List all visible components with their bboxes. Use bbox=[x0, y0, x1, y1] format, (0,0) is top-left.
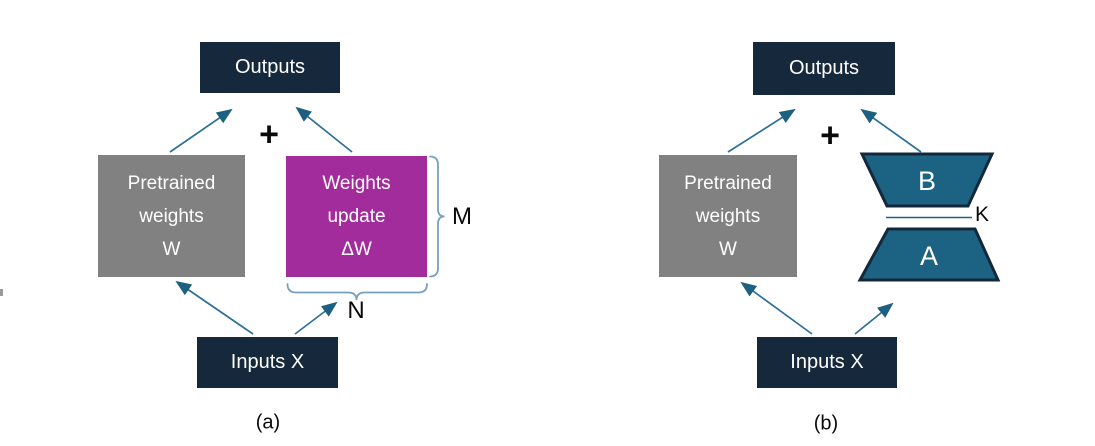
brace-n bbox=[286, 283, 428, 301]
plus-sign-a: + bbox=[259, 115, 279, 154]
brace-m bbox=[429, 155, 445, 278]
box-line: weights bbox=[139, 205, 204, 227]
outputs-label-b: Outputs bbox=[788, 57, 860, 79]
weights-update-box-a: Weights update ΔW bbox=[286, 156, 427, 277]
plus-sign-b: + bbox=[820, 116, 840, 155]
caption-a: (a) bbox=[255, 411, 281, 434]
inputs-label-a: Inputs X bbox=[230, 351, 305, 373]
arrow-inputs-to-w-b bbox=[740, 281, 813, 335]
arrow-dw-to-outputs-a bbox=[295, 106, 353, 153]
arrow-inputs-to-w-a bbox=[175, 280, 254, 335]
box-line: weights bbox=[695, 205, 761, 227]
outputs-label-a: Outputs bbox=[234, 56, 306, 78]
dim-k-label: K bbox=[974, 203, 990, 226]
inputs-box-b: Inputs X bbox=[757, 337, 897, 388]
caption-b: (b) bbox=[813, 412, 839, 435]
dim-n-label: N bbox=[347, 297, 365, 324]
box-line: Pretrained bbox=[684, 172, 772, 194]
inputs-box-a: Inputs X bbox=[197, 337, 338, 388]
outputs-box-b: Outputs bbox=[753, 42, 895, 95]
outputs-box-a: Outputs bbox=[200, 42, 340, 93]
arrow-inputs-to-a-b bbox=[854, 302, 894, 335]
box-line: Pretrained bbox=[127, 172, 216, 194]
arrow-w-to-outputs-b bbox=[727, 108, 796, 153]
arrow-inputs-to-dw-a bbox=[294, 301, 338, 335]
matrix-a-label: A bbox=[920, 241, 938, 271]
box-line: ΔW bbox=[341, 239, 372, 260]
box-line: W bbox=[719, 238, 737, 260]
box-line: Weights bbox=[322, 173, 391, 194]
arrow-b-to-outputs-b bbox=[860, 108, 922, 153]
box-line: update bbox=[327, 206, 386, 227]
matrix-b-trapezoid bbox=[859, 152, 995, 208]
matrix-b-label: B bbox=[918, 166, 936, 196]
matrix-a-trapezoid bbox=[857, 227, 1001, 282]
arrow-w-to-outputs-a bbox=[169, 108, 233, 153]
edge-artifact bbox=[0, 289, 3, 296]
inputs-label-b: Inputs X bbox=[790, 351, 864, 373]
dim-m-label: M bbox=[452, 203, 472, 230]
box-line: W bbox=[162, 238, 181, 260]
pretrained-weights-box-b: Pretrained weights W bbox=[659, 155, 797, 277]
pretrained-weights-box-a: Pretrained weights W bbox=[98, 155, 245, 277]
